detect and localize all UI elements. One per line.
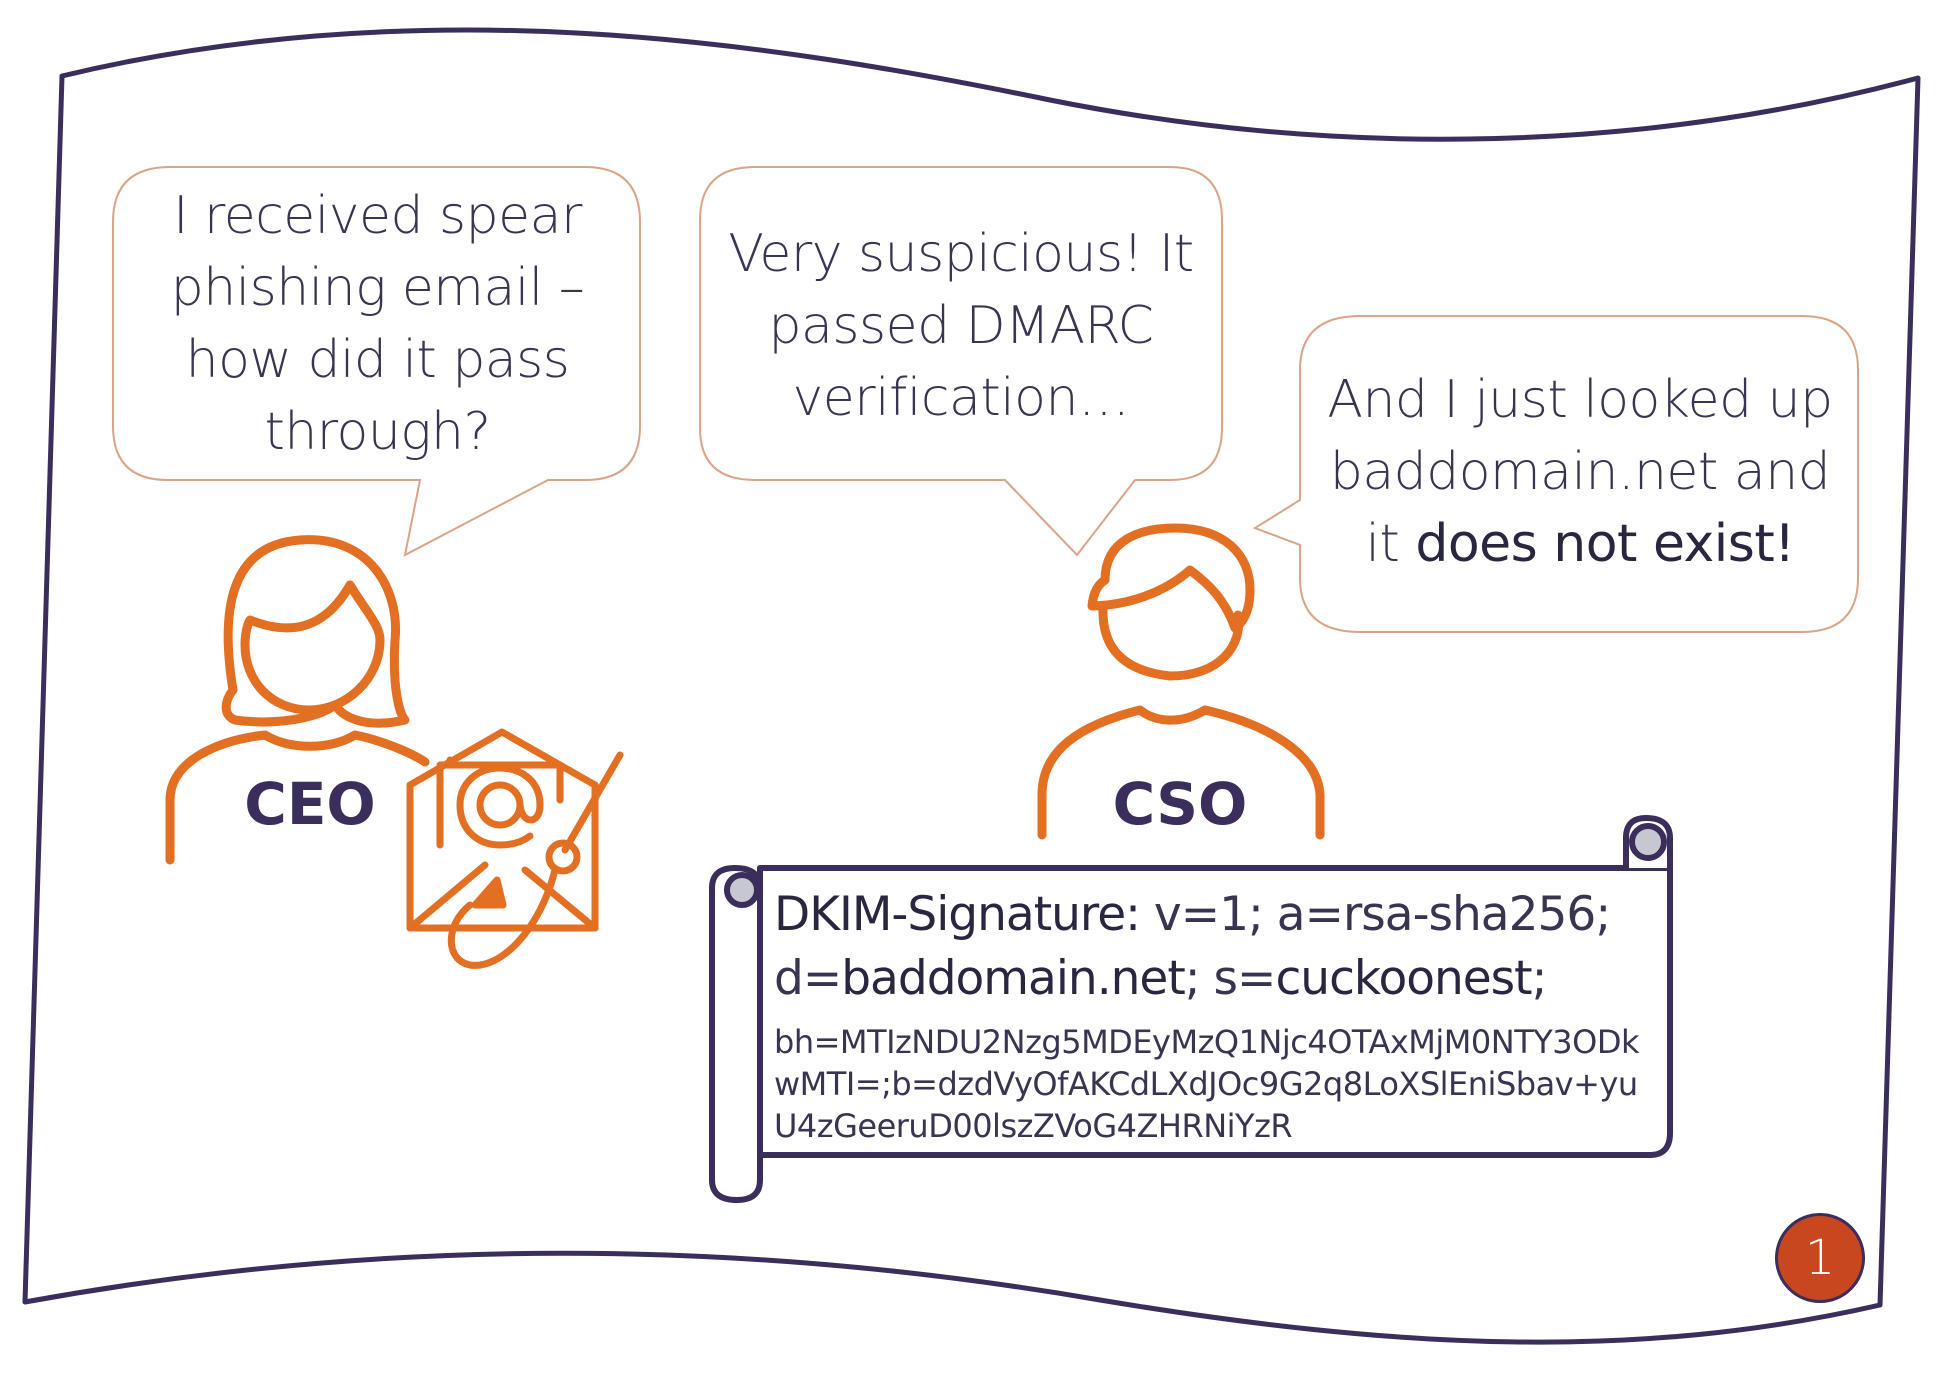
- ceo-speech-text: I received spear phishing email – how di…: [130, 180, 625, 468]
- speech-bubble-cso-2: [1252, 315, 1859, 633]
- ceo-label: CEO: [244, 770, 376, 838]
- cso-speech-2-line-2: baddomain.net and: [1329, 442, 1831, 502]
- ceo-speech-line-1: I received spear: [173, 186, 582, 246]
- cso-speech-1-line-1: Very suspicious! It: [728, 224, 1194, 284]
- dkim-line-1-rest: v=1; a=rsa-sha256;: [1139, 887, 1611, 942]
- cso-speech-1-line-3: verification…: [792, 368, 1130, 428]
- ceo-speech-line-2: phishing email –: [170, 258, 585, 318]
- scroll-icon: [709, 815, 1673, 1203]
- man-person-icon: [1037, 523, 1325, 840]
- dkim-line-1: DKIM-Signature: v=1; a=rsa-sha256;: [774, 883, 1654, 947]
- ceo-speech-line-4: through?: [264, 402, 491, 462]
- dkim-line-2-end: ;: [1531, 951, 1548, 1006]
- dkim-d-key: d=: [774, 951, 842, 1006]
- cso-speech-2-line-3: it does not exist!: [1312, 508, 1848, 580]
- dkim-domain-value: baddomain.net: [841, 951, 1186, 1006]
- dkim-selector-value: cuckoonest: [1275, 951, 1532, 1006]
- ceo-speech-line-3: how did it pass: [185, 330, 570, 390]
- phishing-email-hook-icon: [406, 728, 624, 969]
- woman-person-icon: [165, 535, 430, 865]
- cso-speech-2-line-1: And I just looked up: [1327, 370, 1833, 430]
- cso-speech-text-1: Very suspicious! It passed DMARC verific…: [712, 218, 1210, 434]
- dkim-line-2: d=baddomain.net; s=cuckoonest;: [774, 947, 1654, 1011]
- cso-speech-1-line-2: passed DMARC: [768, 296, 1154, 356]
- cso-label: CSO: [1112, 770, 1248, 838]
- dkim-s-key: ; s=: [1184, 951, 1277, 1006]
- page-number-badge: 1: [1775, 1213, 1865, 1303]
- cso-speech-2-prefix: it: [1365, 514, 1416, 574]
- cso-speech-text-2: And I just looked up baddomain.net and i…: [1312, 364, 1848, 580]
- dkim-key: DKIM-Signature:: [774, 887, 1141, 942]
- dkim-hash-text: bh=MTIzNDU2Nzg5MDEyMzQ1Njc4OTAxMjM0NTY3O…: [774, 1023, 1640, 1145]
- dkim-signature-text: DKIM-Signature: v=1; a=rsa-sha256; d=bad…: [774, 883, 1654, 1147]
- cso-speech-2-emphasis: does not exist!: [1415, 514, 1795, 574]
- speech-bubble-cso-1: [699, 166, 1223, 557]
- speech-bubble-ceo: [112, 166, 641, 557]
